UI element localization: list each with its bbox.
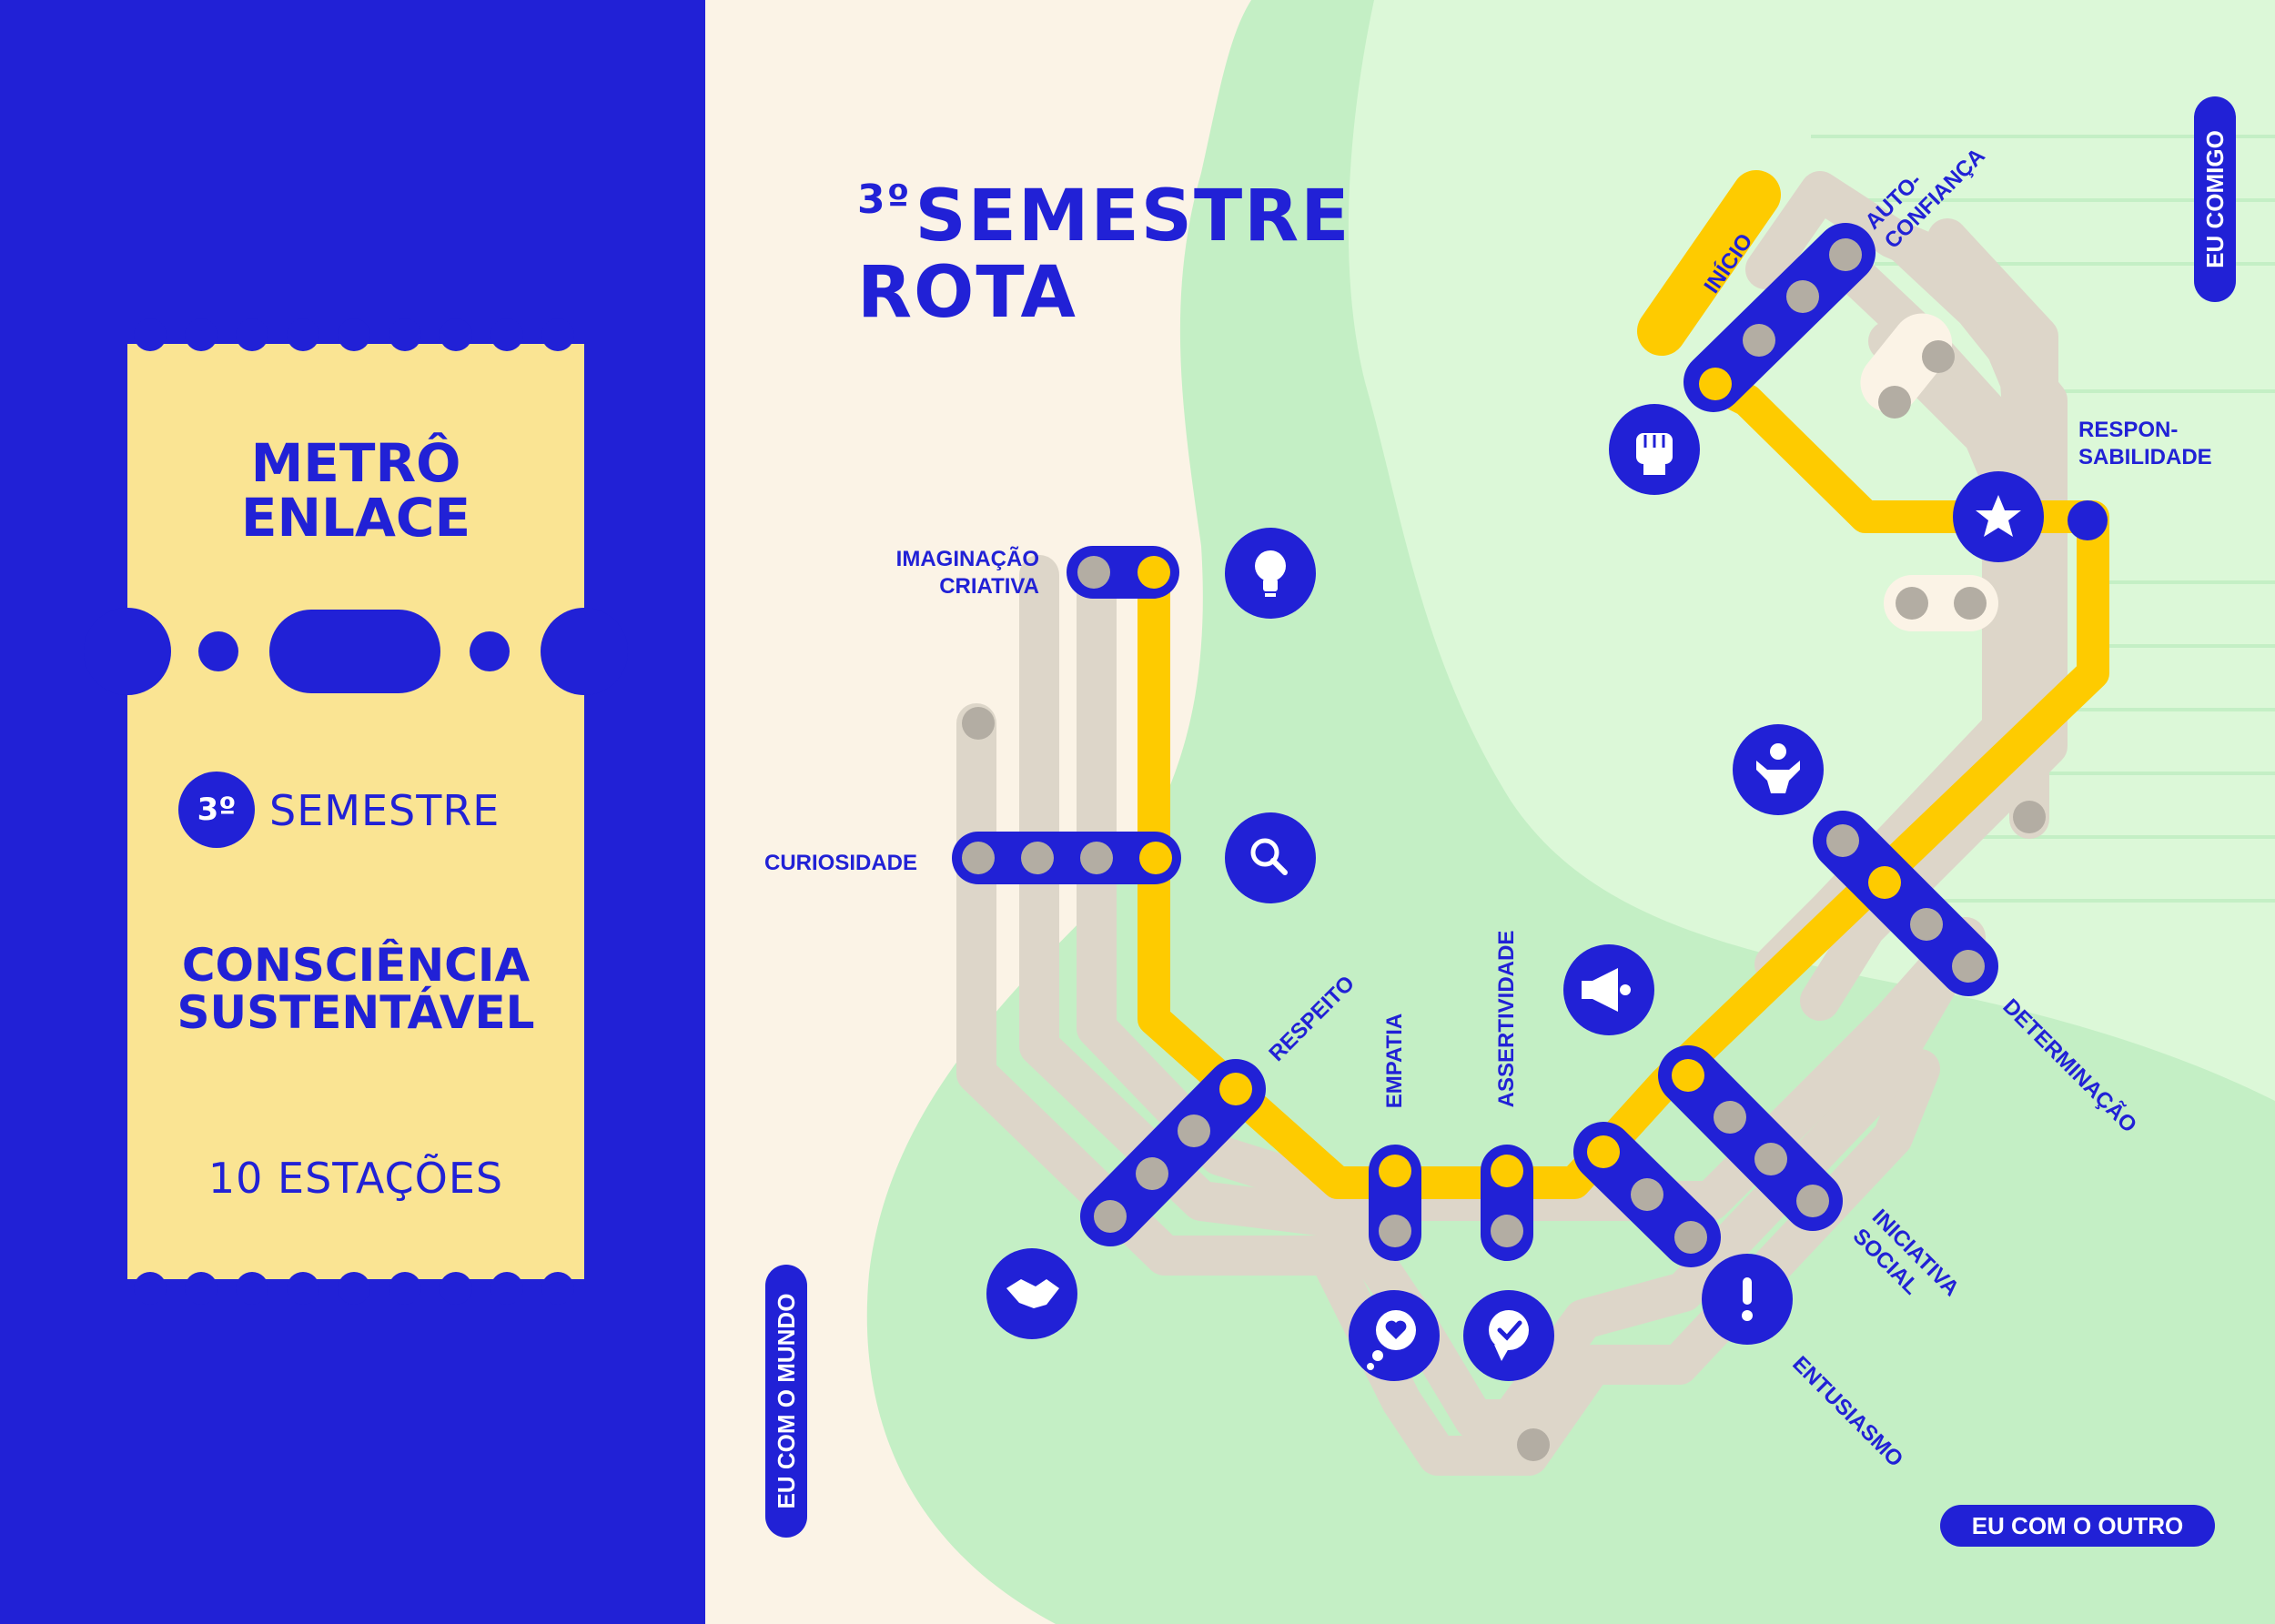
label-curiosity: CURIOSIDADE xyxy=(764,851,918,875)
label-assertiveness: ASSERTIVIDADE xyxy=(1494,930,1519,1108)
gray-station-top xyxy=(1860,313,1955,419)
gray-line-end-bottom xyxy=(1517,1428,1550,1461)
ticket-title-line2: ENLACE xyxy=(240,487,471,549)
ticket xyxy=(84,318,628,1305)
title-number: 3º xyxy=(857,177,912,223)
station-curiosity[interactable] xyxy=(952,832,1181,884)
station-enthusiasm[interactable] xyxy=(1573,1122,1721,1267)
semester-number: 3º xyxy=(197,792,237,828)
ticket-title-line1: METRÔ xyxy=(250,432,461,494)
zone-label-self: EU COMIGO xyxy=(2194,96,2236,302)
ticket-stations-count: 10 ESTAÇÕES xyxy=(207,1154,504,1203)
station-self-confidence[interactable] xyxy=(1684,223,1876,412)
lightbulb-icon xyxy=(1225,528,1316,619)
ticket-theme-line2: SUSTENTÁVEL xyxy=(177,986,535,1039)
label-imagination: IMAGINAÇÃO CRIATIVA xyxy=(895,547,1039,599)
station-empathy[interactable] xyxy=(1369,1145,1421,1261)
semester-number-badge xyxy=(178,772,255,848)
gray-line-3 xyxy=(1077,555,1986,1221)
title-line2: ROTA xyxy=(857,252,1077,334)
strong-person-icon xyxy=(1733,724,1824,815)
station-social-initiative[interactable] xyxy=(1658,1045,1843,1231)
ticket-semester-word: SEMESTRE xyxy=(269,786,500,835)
gray-station-middle xyxy=(1884,575,1998,631)
handshake-icon xyxy=(986,1248,1077,1339)
fist-icon xyxy=(1609,404,1700,495)
zone-label-other: EU COM O OUTRO xyxy=(1940,1505,2215,1547)
ticket-theme-line1: CONSCIÊNCIA xyxy=(181,939,531,992)
ticket-top-scallops xyxy=(134,318,574,351)
label-empathy: EMPATIA xyxy=(1382,1013,1407,1109)
zone-label-world: EU COM O MUNDO xyxy=(765,1265,807,1538)
exclamation-icon xyxy=(1702,1254,1793,1345)
magnifier-icon xyxy=(1225,812,1316,903)
star-icon xyxy=(1953,471,2044,562)
ticket-perforation xyxy=(84,608,628,695)
gray-line-end-left xyxy=(962,707,995,740)
station-imagination[interactable] xyxy=(1067,546,1179,599)
heart-bubble-icon xyxy=(1349,1290,1440,1381)
check-bubble-icon xyxy=(1463,1290,1554,1381)
ticket-bottom-scallops xyxy=(134,1272,574,1305)
gray-line-end-right xyxy=(2013,801,2046,833)
station-respect[interactable] xyxy=(1080,1059,1266,1246)
megaphone-icon xyxy=(1563,944,1654,1035)
station-responsibility[interactable] xyxy=(2068,500,2108,540)
label-responsibility: RESPON- SABILIDADE xyxy=(2078,418,2212,469)
title-word: SEMESTRE xyxy=(915,176,1351,257)
station-determination[interactable] xyxy=(1813,811,1998,996)
start-terminal xyxy=(1637,170,1781,356)
page-title: 3ºSEMESTRE ROTA xyxy=(857,162,1351,331)
station-assertiveness[interactable] xyxy=(1481,1145,1533,1261)
